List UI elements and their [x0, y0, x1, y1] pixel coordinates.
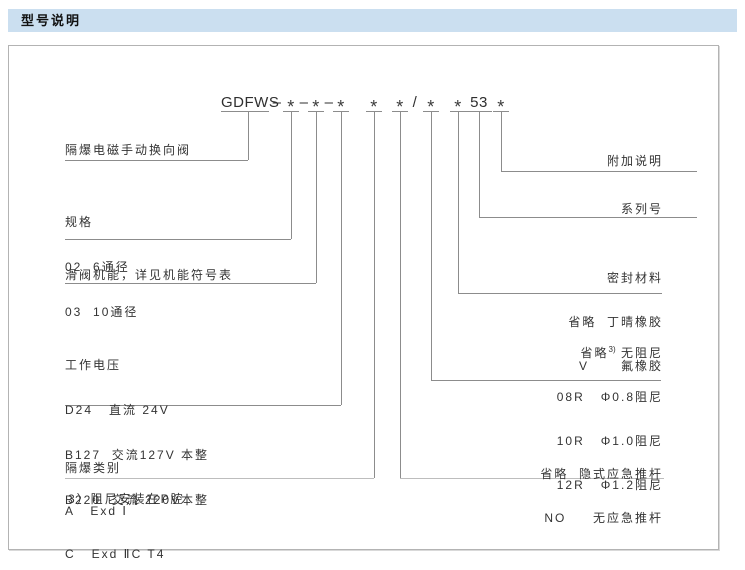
page-title: 型号说明 — [21, 13, 82, 28]
label-voltage-item: B220 交流 220V本整 — [65, 493, 210, 507]
label-addendum: 附加说明 — [606, 154, 663, 168]
connector-horizontal-exproof — [65, 478, 374, 479]
connector-horizontal-addendum — [501, 171, 697, 172]
connector-vertical-prefix — [248, 112, 249, 160]
label-pushrod-block: 省略 隐式应急推杆 NO 无应急推杆 — [540, 438, 663, 554]
model-code-star-6: * — [427, 97, 435, 117]
model-code-dash: – — [324, 94, 334, 111]
code-underline — [450, 111, 466, 112]
label-pushrod-item: 省略 隐式应急推杆 — [540, 467, 663, 481]
label-exproof-block: 隔爆类别 A Exd Ⅰ C Exd ⅡC T4 — [65, 433, 165, 570]
label-seal-item: V 氟橡胶 — [578, 359, 663, 373]
model-code-dash: – — [299, 94, 309, 111]
label-series-no: 系列号 — [620, 202, 663, 216]
connector-vertical-exproof — [374, 112, 375, 478]
label-damping-item: 12R Φ1.2阻尼 — [556, 478, 663, 492]
connector-horizontal-voltage — [65, 405, 341, 406]
connector-horizontal-seal — [458, 293, 662, 294]
label-damping-item: 10R Φ1.0阻尼 — [556, 434, 663, 448]
label-seal-item: 省略 丁晴橡胶 — [568, 315, 663, 329]
connector-horizontal-damping — [431, 380, 661, 381]
connector-vertical-damping — [431, 112, 432, 380]
model-code-star-5: * — [396, 97, 404, 117]
connector-vertical-voltage — [341, 112, 342, 405]
label-exproof-item: C Exd ⅡC T4 — [65, 547, 166, 561]
model-code-prefix: GDFWS — [221, 94, 280, 111]
code-underline — [493, 111, 509, 112]
label-spec-title: 规格 — [65, 215, 94, 229]
connector-vertical-spool — [316, 112, 317, 283]
label-spec-item: 03 10通径 — [65, 305, 139, 319]
connector-horizontal-pushrod — [400, 478, 664, 479]
label-damping-default: 省略3) 无阻尼 — [557, 342, 663, 361]
label-voltage-item: D24 直流 24V — [65, 403, 170, 417]
label-voltage-block: 工作电压 D24 直流 24V B127 交流127V 本整 B220 交流 2… — [65, 329, 209, 537]
model-code-star-1: * — [287, 97, 295, 117]
label-spec-block: 规格 02 6通径 03 10通径 — [65, 186, 138, 349]
label-seal-title: 密封材料 — [606, 271, 663, 285]
code-underline — [466, 111, 492, 112]
connector-vertical-pushrod — [400, 112, 401, 478]
connector-vertical-seal — [458, 112, 459, 293]
label-exproof-title: 隔爆类别 — [65, 461, 122, 475]
label-damping-item: 08R Φ0.8阻尼 — [556, 390, 663, 404]
connector-horizontal-spec — [65, 239, 291, 240]
code-underline — [366, 111, 382, 112]
label-voltage-item: B127 交流127V 本整 — [65, 448, 210, 462]
model-code-star-3: * — [337, 97, 345, 117]
connector-horizontal-valve-name — [65, 160, 248, 161]
code-underline — [221, 111, 269, 112]
connector-horizontal-spool — [65, 283, 316, 284]
label-damping-block: 省略3) 无阻尼 08R Φ0.8阻尼 10R Φ1.0阻尼 12R Φ1.2阻… — [557, 314, 663, 521]
label-valve-name: 隔爆电磁手动换向阀 — [65, 143, 192, 157]
model-code-slash: / — [412, 94, 418, 111]
model-code-series: 53 — [470, 94, 488, 111]
label-pushrod-item: NO 无应急推杆 — [544, 511, 663, 525]
code-underline — [308, 111, 324, 112]
label-seal-block: 密封材料 省略 丁晴橡胶 V 氟橡胶 — [568, 242, 663, 402]
model-code-star-7: * — [454, 97, 462, 117]
footnote: 3）阻尼安装在P腔 — [68, 492, 185, 506]
label-damping-default-value: 无阻尼 — [615, 346, 663, 360]
connector-horizontal-series — [479, 217, 697, 218]
model-code-star-8: * — [497, 97, 505, 117]
model-code-star-4: * — [370, 97, 378, 117]
code-underline — [392, 111, 408, 112]
label-spec-item: 02 6通径 — [65, 260, 130, 274]
code-underline — [283, 111, 299, 112]
label-spool-function: 滑阀机能，详见机能符号表 — [65, 268, 234, 282]
label-damping-default-key: 省略 — [580, 346, 609, 360]
label-voltage-title: 工作电压 — [65, 358, 122, 372]
label-exproof-item: A Exd Ⅰ — [65, 504, 128, 518]
footnote-marker: 3) — [608, 345, 616, 354]
model-code-star-2: * — [312, 97, 320, 117]
connector-vertical-addendum — [501, 112, 502, 171]
diagram-box — [8, 45, 719, 550]
code-underline — [423, 111, 439, 112]
connector-vertical-series — [479, 112, 480, 217]
section-header-bar: 型号说明 — [8, 9, 737, 32]
connector-vertical-spec — [291, 112, 292, 239]
code-underline — [333, 111, 349, 112]
model-code-dash: – — [272, 94, 282, 111]
